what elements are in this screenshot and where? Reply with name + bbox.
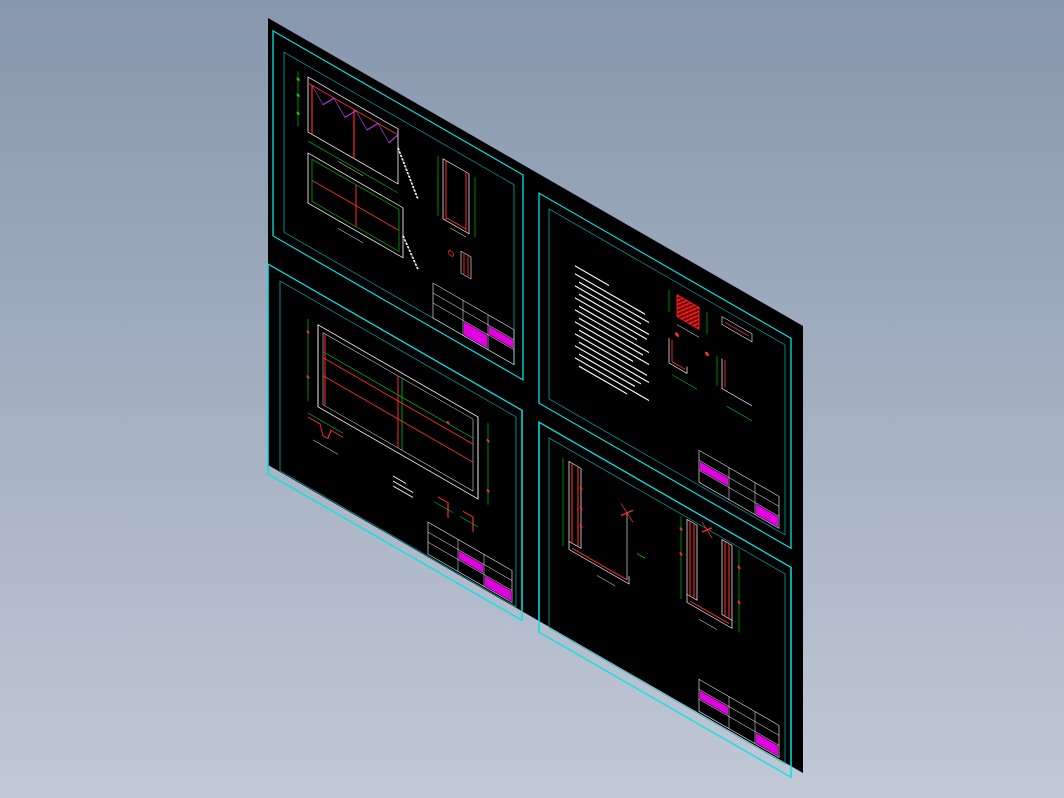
footing-section xyxy=(308,412,343,455)
sheet-border xyxy=(267,262,523,622)
plan-notes xyxy=(393,475,413,499)
sheet-bottom-left[interactable] xyxy=(267,262,523,622)
title-block xyxy=(427,521,513,604)
wall-section xyxy=(437,155,476,238)
sheet-border xyxy=(538,420,792,779)
title-block xyxy=(432,282,515,366)
sheet-top-right[interactable] xyxy=(538,192,792,550)
general-notes xyxy=(575,265,649,402)
sheet-top-left[interactable] xyxy=(272,29,524,381)
sheet-bottom-right[interactable] xyxy=(538,420,792,779)
title-block xyxy=(698,449,780,529)
reinforcement-detail xyxy=(668,289,753,343)
sheet-border xyxy=(538,192,792,550)
section-details xyxy=(668,332,752,422)
column-detail xyxy=(448,250,472,280)
retaining-wall-section-2 xyxy=(679,515,741,633)
retaining-wall-section-1 xyxy=(562,457,645,587)
truss-elevation xyxy=(296,71,419,200)
foundation-plan xyxy=(306,318,490,505)
drawing-plane xyxy=(268,18,803,773)
floor-plan xyxy=(307,152,419,270)
pile-details xyxy=(434,496,478,533)
title-block xyxy=(698,678,780,758)
sheet-border xyxy=(272,29,524,381)
